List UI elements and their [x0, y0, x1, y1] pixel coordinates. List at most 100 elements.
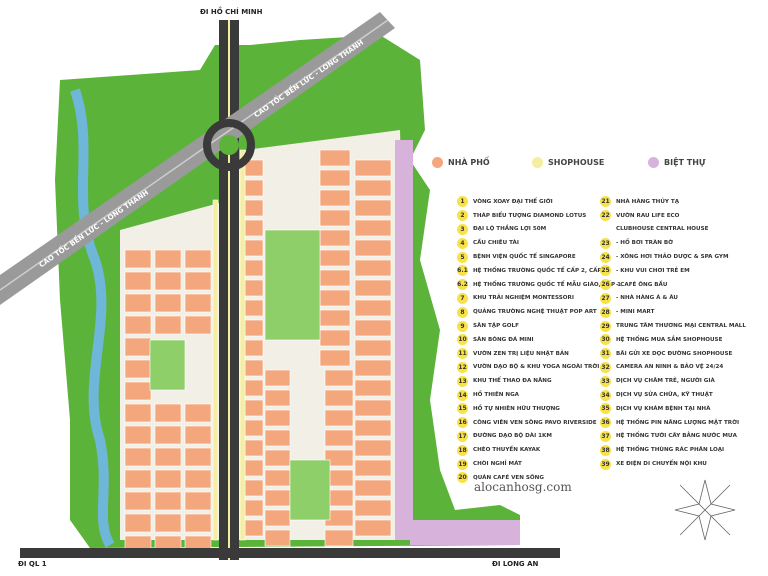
lot-block [319, 149, 351, 167]
lot-block [264, 449, 291, 467]
lot-block [354, 499, 392, 517]
legend-item: 28- MINI MART [600, 305, 746, 319]
legend-label: HỆ THỐNG MUA SẮM SHOPHOUSE [616, 336, 723, 343]
lot-block [154, 425, 182, 445]
lot-block [124, 271, 152, 291]
legend-label: DỊCH VỤ CHĂM TRẺ, NGƯỜI GIÀ [616, 378, 715, 385]
category-label: NHÀ PHỐ [448, 158, 490, 167]
lot-block [354, 279, 392, 297]
legend-label: CHÒI NGHỈ MÁT [473, 461, 522, 468]
lot-block [354, 439, 392, 457]
number-badge: 15 [457, 403, 468, 415]
lot-block [289, 459, 331, 521]
lot-block [354, 159, 392, 177]
number-badge: 6.2 [457, 279, 468, 291]
lot-block [124, 491, 152, 511]
number-badge: 32 [600, 361, 611, 373]
legend-label: VÒNG XOAY ĐẠI THẾ GIỚI [473, 198, 553, 205]
lot-block [154, 491, 182, 511]
number-badge: 19 [457, 458, 468, 470]
legend-item: 26- CAFÉ ÔNG BẦU [600, 278, 746, 292]
legend-label: QUÁN CAFÉ VEN SÔNG [473, 474, 544, 481]
legend-label: CẦU CHIÊU TÀI [473, 240, 519, 247]
category-label: BIỆT THỰ [664, 158, 706, 167]
number-badge: 37 [600, 430, 611, 442]
lot-block [264, 469, 291, 487]
lot-block [319, 169, 351, 187]
highway [0, 12, 395, 305]
lot-block [124, 513, 152, 533]
lot-block [354, 319, 392, 337]
lot-block [319, 309, 351, 327]
lot-block [324, 449, 354, 467]
category-shophouse: SHOPHOUSE [532, 157, 604, 168]
number-badge: 21 [600, 196, 611, 208]
lot-block [354, 379, 392, 397]
lot-block [124, 469, 152, 489]
legend-item: 34 DỊCH VỤ SỬA CHỮA, KỸ THUẬT [600, 388, 746, 402]
category-townhouse: NHÀ PHỐ [432, 157, 490, 168]
legend-label: ĐƯỜNG DẠO BỘ DÀI 1KM [473, 433, 552, 440]
number-badge: 3 [457, 223, 468, 235]
legend-label: DỊCH VỤ SỬA CHỮA, KỸ THUẬT [616, 392, 713, 399]
legend-label: THÁP BIỂU TƯỢNG DIAMOND LOTUS [473, 212, 587, 219]
number-badge: 12 [457, 361, 468, 373]
number-badge: 9 [457, 320, 468, 332]
number-badge: 35 [600, 403, 611, 415]
legend-label: - CAFÉ ÔNG BẦU [616, 281, 668, 288]
lot-block [244, 459, 264, 477]
lot-block [244, 499, 264, 517]
lot-block [264, 409, 291, 427]
number-badge: 10 [457, 334, 468, 346]
lot-block [244, 439, 264, 457]
legend-label: SÂN TẬP GOLF [473, 323, 519, 330]
lot-block [264, 489, 291, 507]
number-badge: 18 [457, 444, 468, 456]
lot-block [124, 381, 152, 401]
number-badge: 34 [600, 389, 611, 401]
lot-block [124, 447, 152, 467]
color-swatch [432, 157, 443, 168]
legend-label: XE ĐIỆN DI CHUYỂN NỘI KHU [616, 461, 707, 468]
legend-label: CÔNG VIÊN VEN SÔNG PAVO RIVERSIDE [473, 419, 597, 426]
lot-block [244, 219, 264, 237]
number-badge: 25 [600, 265, 611, 277]
lot-block [239, 149, 246, 541]
lot-block [319, 249, 351, 267]
number-badge: 6.1 [457, 265, 468, 277]
legend-item: 24- XÔNG HƠI THẢO DƯỢC & SPA GYM [600, 250, 746, 264]
lot-block [184, 293, 212, 313]
legend-label: - HỒ BƠI TRÀN BỜ [616, 240, 674, 247]
number-badge: 27 [600, 292, 611, 304]
legend-label: BÃI GỬI XE DỌC ĐƯỜNG SHOPHOUSE [616, 350, 733, 357]
lot-block [184, 249, 212, 269]
lot-block [124, 359, 152, 379]
lot-block [244, 339, 264, 357]
lot-block [244, 299, 264, 317]
legend-label: TRUNG TÂM THƯƠNG MẠI CENTRAL MALL [616, 323, 746, 330]
lot-block [264, 369, 291, 387]
lot-block [324, 369, 354, 387]
lot-block [324, 409, 354, 427]
lot-block [154, 249, 182, 269]
number-badge: 30 [600, 334, 611, 346]
lot-block [354, 479, 392, 497]
legend-label: - XÔNG HƠI THẢO DƯỢC & SPA GYM [616, 254, 729, 261]
lot-block [244, 319, 264, 337]
number-badge: 31 [600, 348, 611, 360]
lot-block [124, 315, 152, 335]
legend-label: HỆ THỐNG PIN NĂNG LƯỢNG MẶT TRỜI [616, 419, 740, 426]
